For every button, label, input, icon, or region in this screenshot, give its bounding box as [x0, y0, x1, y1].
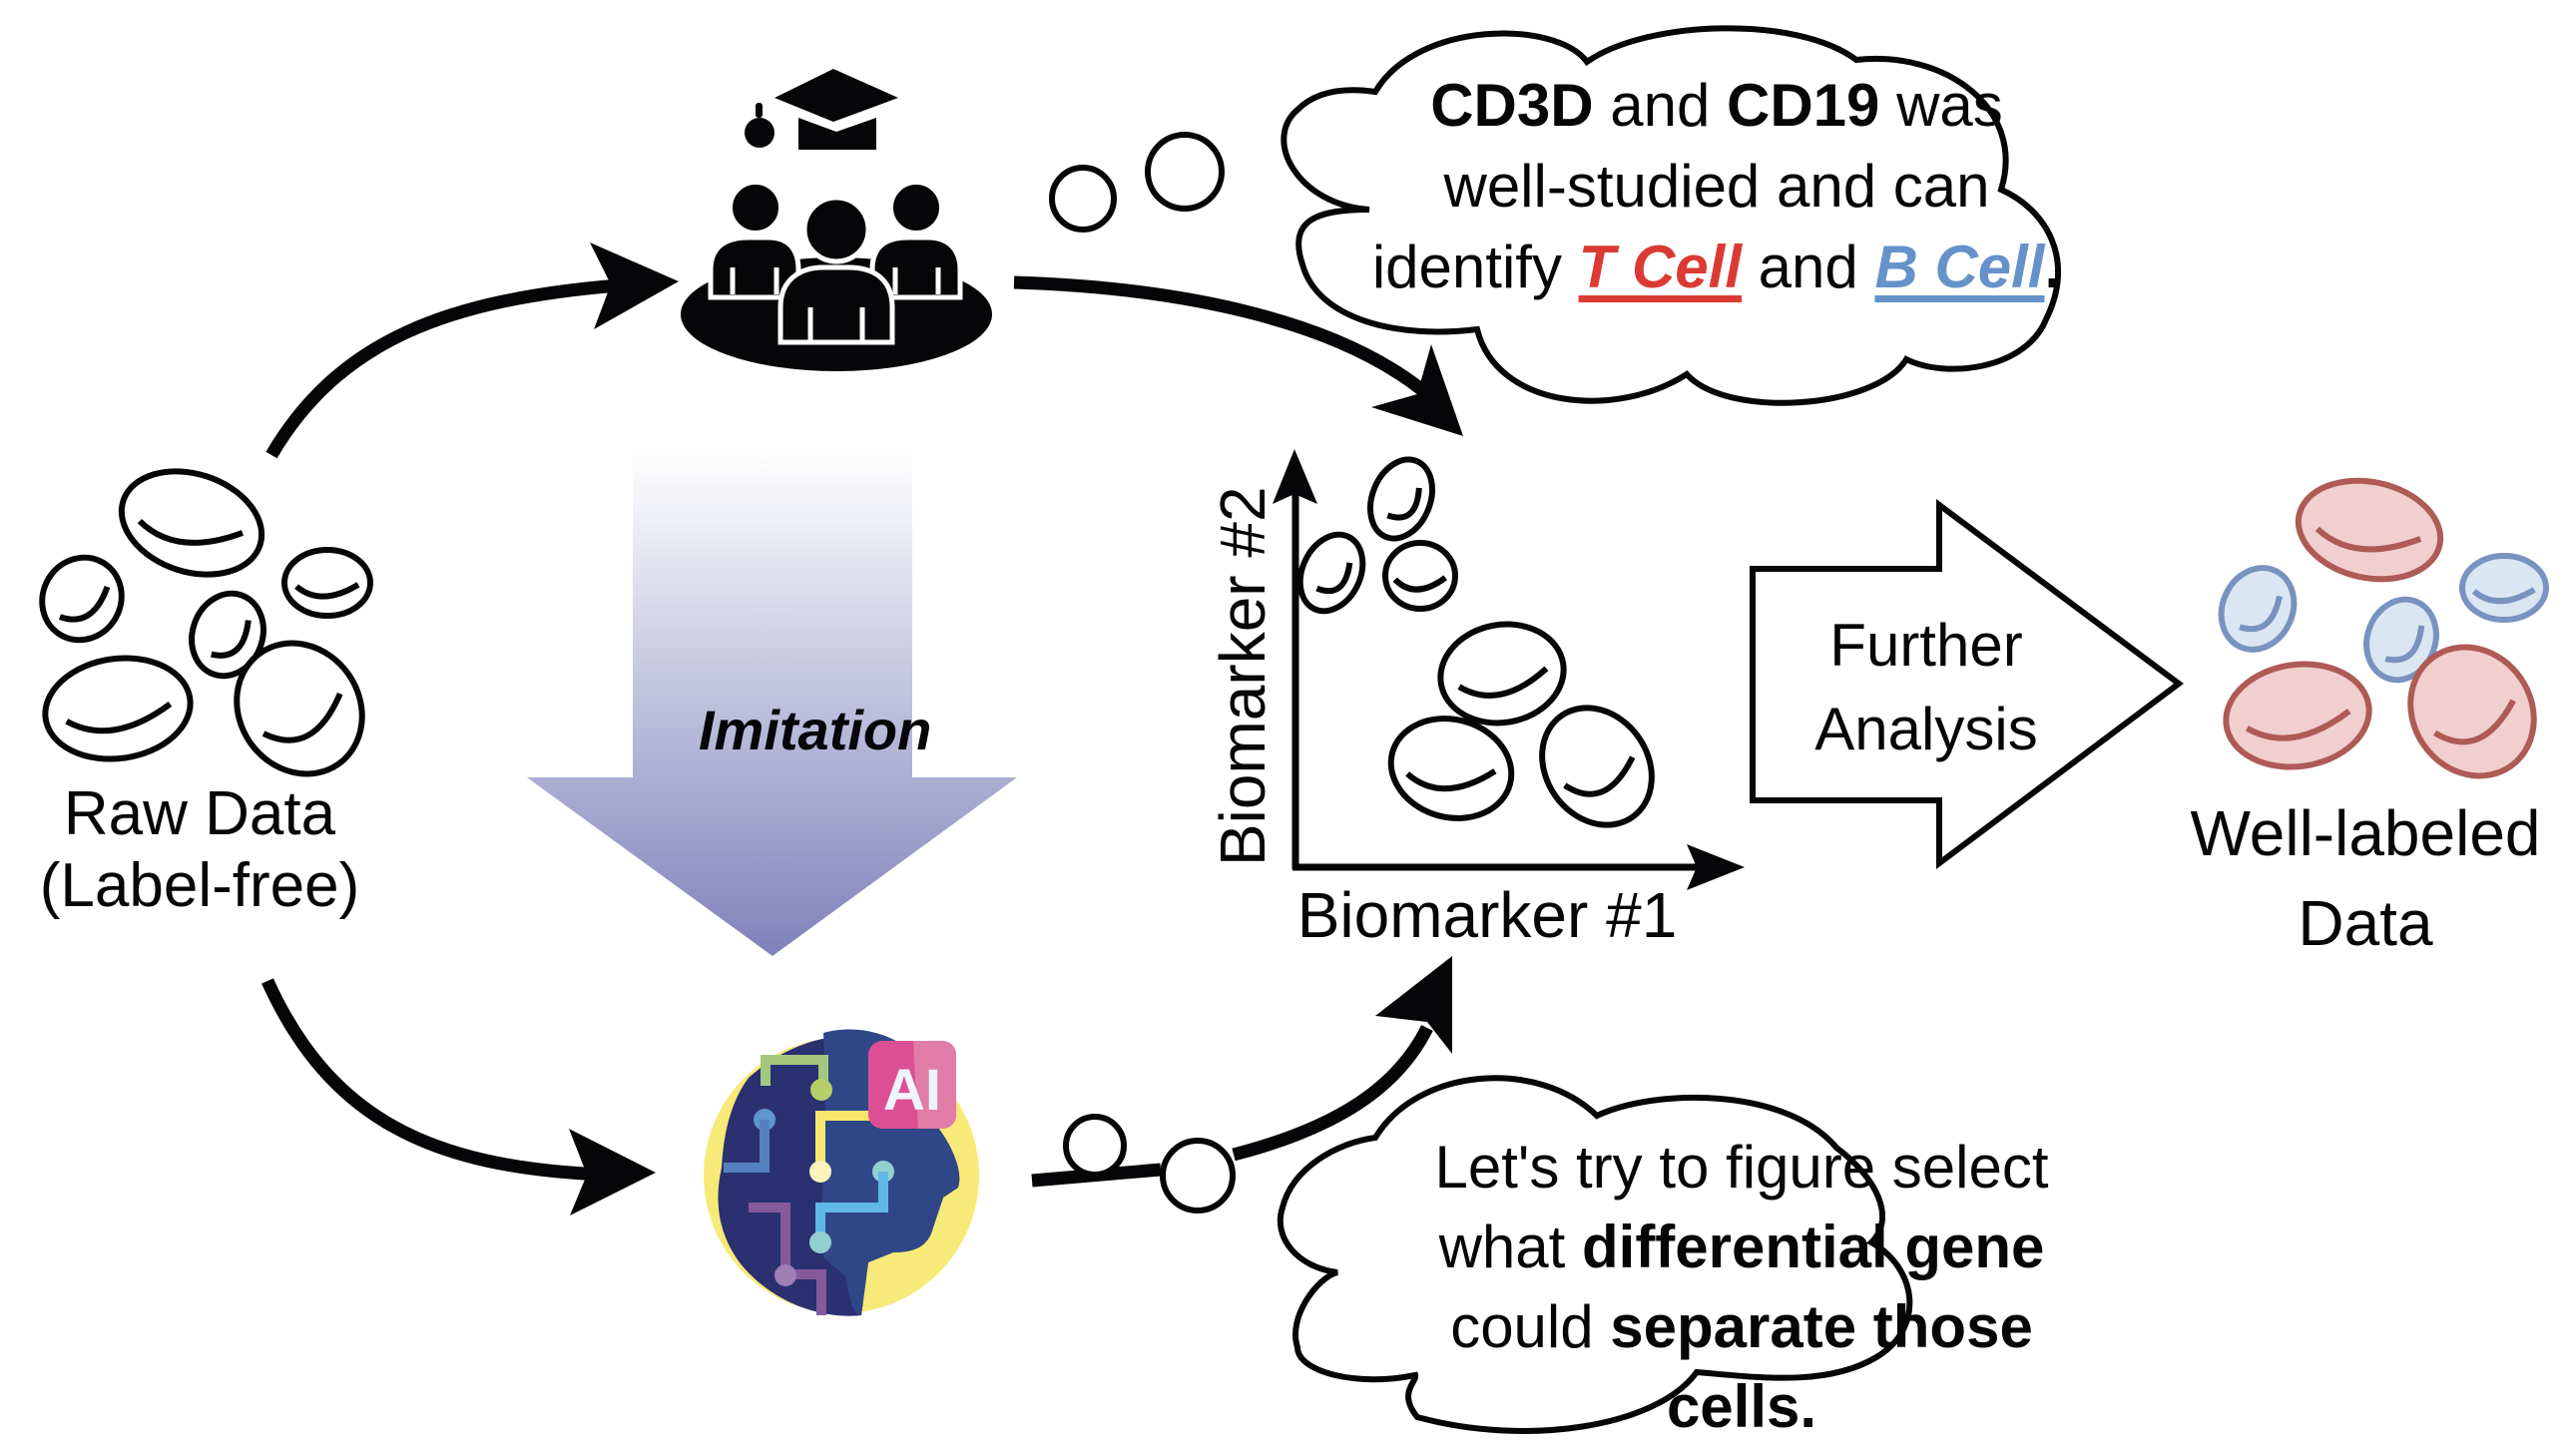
x-axis-label: Biomarker #1 [1296, 879, 1678, 951]
raw-data-line2: (Label-free) [39, 850, 360, 920]
further-analysis-label: Further Analysis [1767, 604, 2086, 771]
raw-cell [189, 590, 266, 680]
thought-dots-expert [1049, 132, 1225, 233]
labeled-t-cell [2223, 661, 2372, 770]
scatter-cell [1539, 705, 1655, 828]
arrow-raw-to-ai [261, 978, 656, 1215]
raw-cell [234, 640, 365, 777]
expert-text-1: and [1593, 72, 1728, 139]
labeled-b-cell [2459, 553, 2549, 623]
scatter-axes [1273, 449, 1745, 890]
raw-cell [118, 468, 265, 578]
labeled-b-cell [2218, 565, 2298, 653]
scatter-cell [1437, 621, 1567, 727]
scatter-cell [1367, 456, 1435, 542]
scatter-cell [1382, 540, 1458, 612]
arrow-raw-to-expert [265, 243, 679, 459]
expert-thought-text: CD3D and CD19 was well-studied and can i… [1367, 65, 2066, 307]
scatter-cell [1296, 531, 1366, 615]
well-labeled-line1: Well-labeled [2190, 797, 2541, 869]
ai-text-3: . [1800, 1373, 1817, 1440]
b-cell-label: B Cell [1874, 234, 2045, 300]
y-axis-label: Biomarker #2 [1207, 486, 1279, 866]
ai-head-icon: AI [704, 1029, 979, 1316]
thought-dots-ai [1063, 1114, 1236, 1213]
labeled-t-cell [2407, 644, 2537, 779]
x-axis-arrowhead [1687, 844, 1745, 890]
expert-text-2: was well-studied and can identify [1371, 72, 2003, 300]
labeled-t-cell [2295, 477, 2444, 583]
raw-cell [42, 655, 194, 762]
differential-gene-text: differential gene [1582, 1213, 2045, 1280]
well-labeled-line2: Data [2298, 887, 2433, 959]
t-cell-label: T Cell [1578, 234, 1742, 300]
further-analysis-line2: Analysis [1814, 696, 2038, 762]
expert-thought-cloud [1281, 25, 2062, 406]
expert-group-icon [681, 69, 992, 371]
ai-thought-text: Let's try to figure select what differen… [1372, 1128, 2111, 1447]
arrow-expert-to-scatter [1013, 275, 1463, 436]
ai-text-2: could [1450, 1293, 1611, 1360]
further-analysis-line1: Further [1829, 612, 2023, 679]
separate-cells-text: separate those cells [1610, 1293, 2033, 1440]
raw-data-line1: Raw Data [63, 779, 336, 848]
raw-cell [39, 554, 125, 644]
further-analysis-arrow [1750, 499, 2185, 869]
imitation-arrow [527, 451, 1017, 956]
imitation-label: Imitation [699, 699, 932, 761]
raw-cell [281, 547, 373, 619]
gene-cd19: CD19 [1727, 72, 1880, 139]
ai-badge-text: AI [883, 1058, 941, 1123]
scatter-cell [1387, 716, 1515, 821]
raw-data-label: Raw Data (Label-free) [0, 778, 399, 922]
well-labeled-label: Well-labeled Data [2156, 788, 2573, 968]
expert-text-4: . [2044, 234, 2062, 300]
ai-thought-cloud [1277, 1075, 1913, 1434]
graduation-cap-icon [774, 69, 898, 122]
ai-text-1: Let's try to figure select what [1434, 1134, 2049, 1280]
gene-cd3d: CD3D [1430, 72, 1594, 139]
labeled-b-cell [2363, 596, 2439, 684]
y-axis-arrowhead [1273, 449, 1317, 504]
expert-text-3: and [1741, 234, 1875, 300]
